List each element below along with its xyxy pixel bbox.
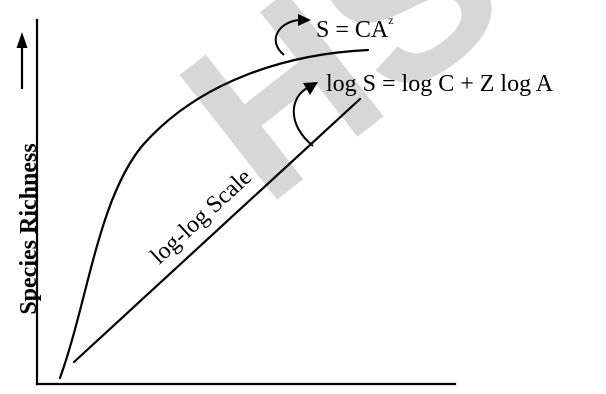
power-law-equation: S = CAz	[316, 13, 394, 43]
y-axis-label: Species Richness	[16, 143, 42, 314]
y-axis-arrow-icon	[16, 32, 28, 90]
power-law-base: S = CA	[316, 17, 389, 43]
power-curve	[58, 48, 370, 380]
power-law-arrow-icon	[274, 14, 311, 56]
log-log-scale-label: log-log Scale	[146, 164, 257, 269]
log-log-line	[72, 97, 362, 364]
log-form-equation: log S = log C + Z log A	[326, 71, 554, 97]
log-form-arrow-icon	[292, 82, 318, 147]
power-law-exponent: z	[388, 13, 393, 27]
